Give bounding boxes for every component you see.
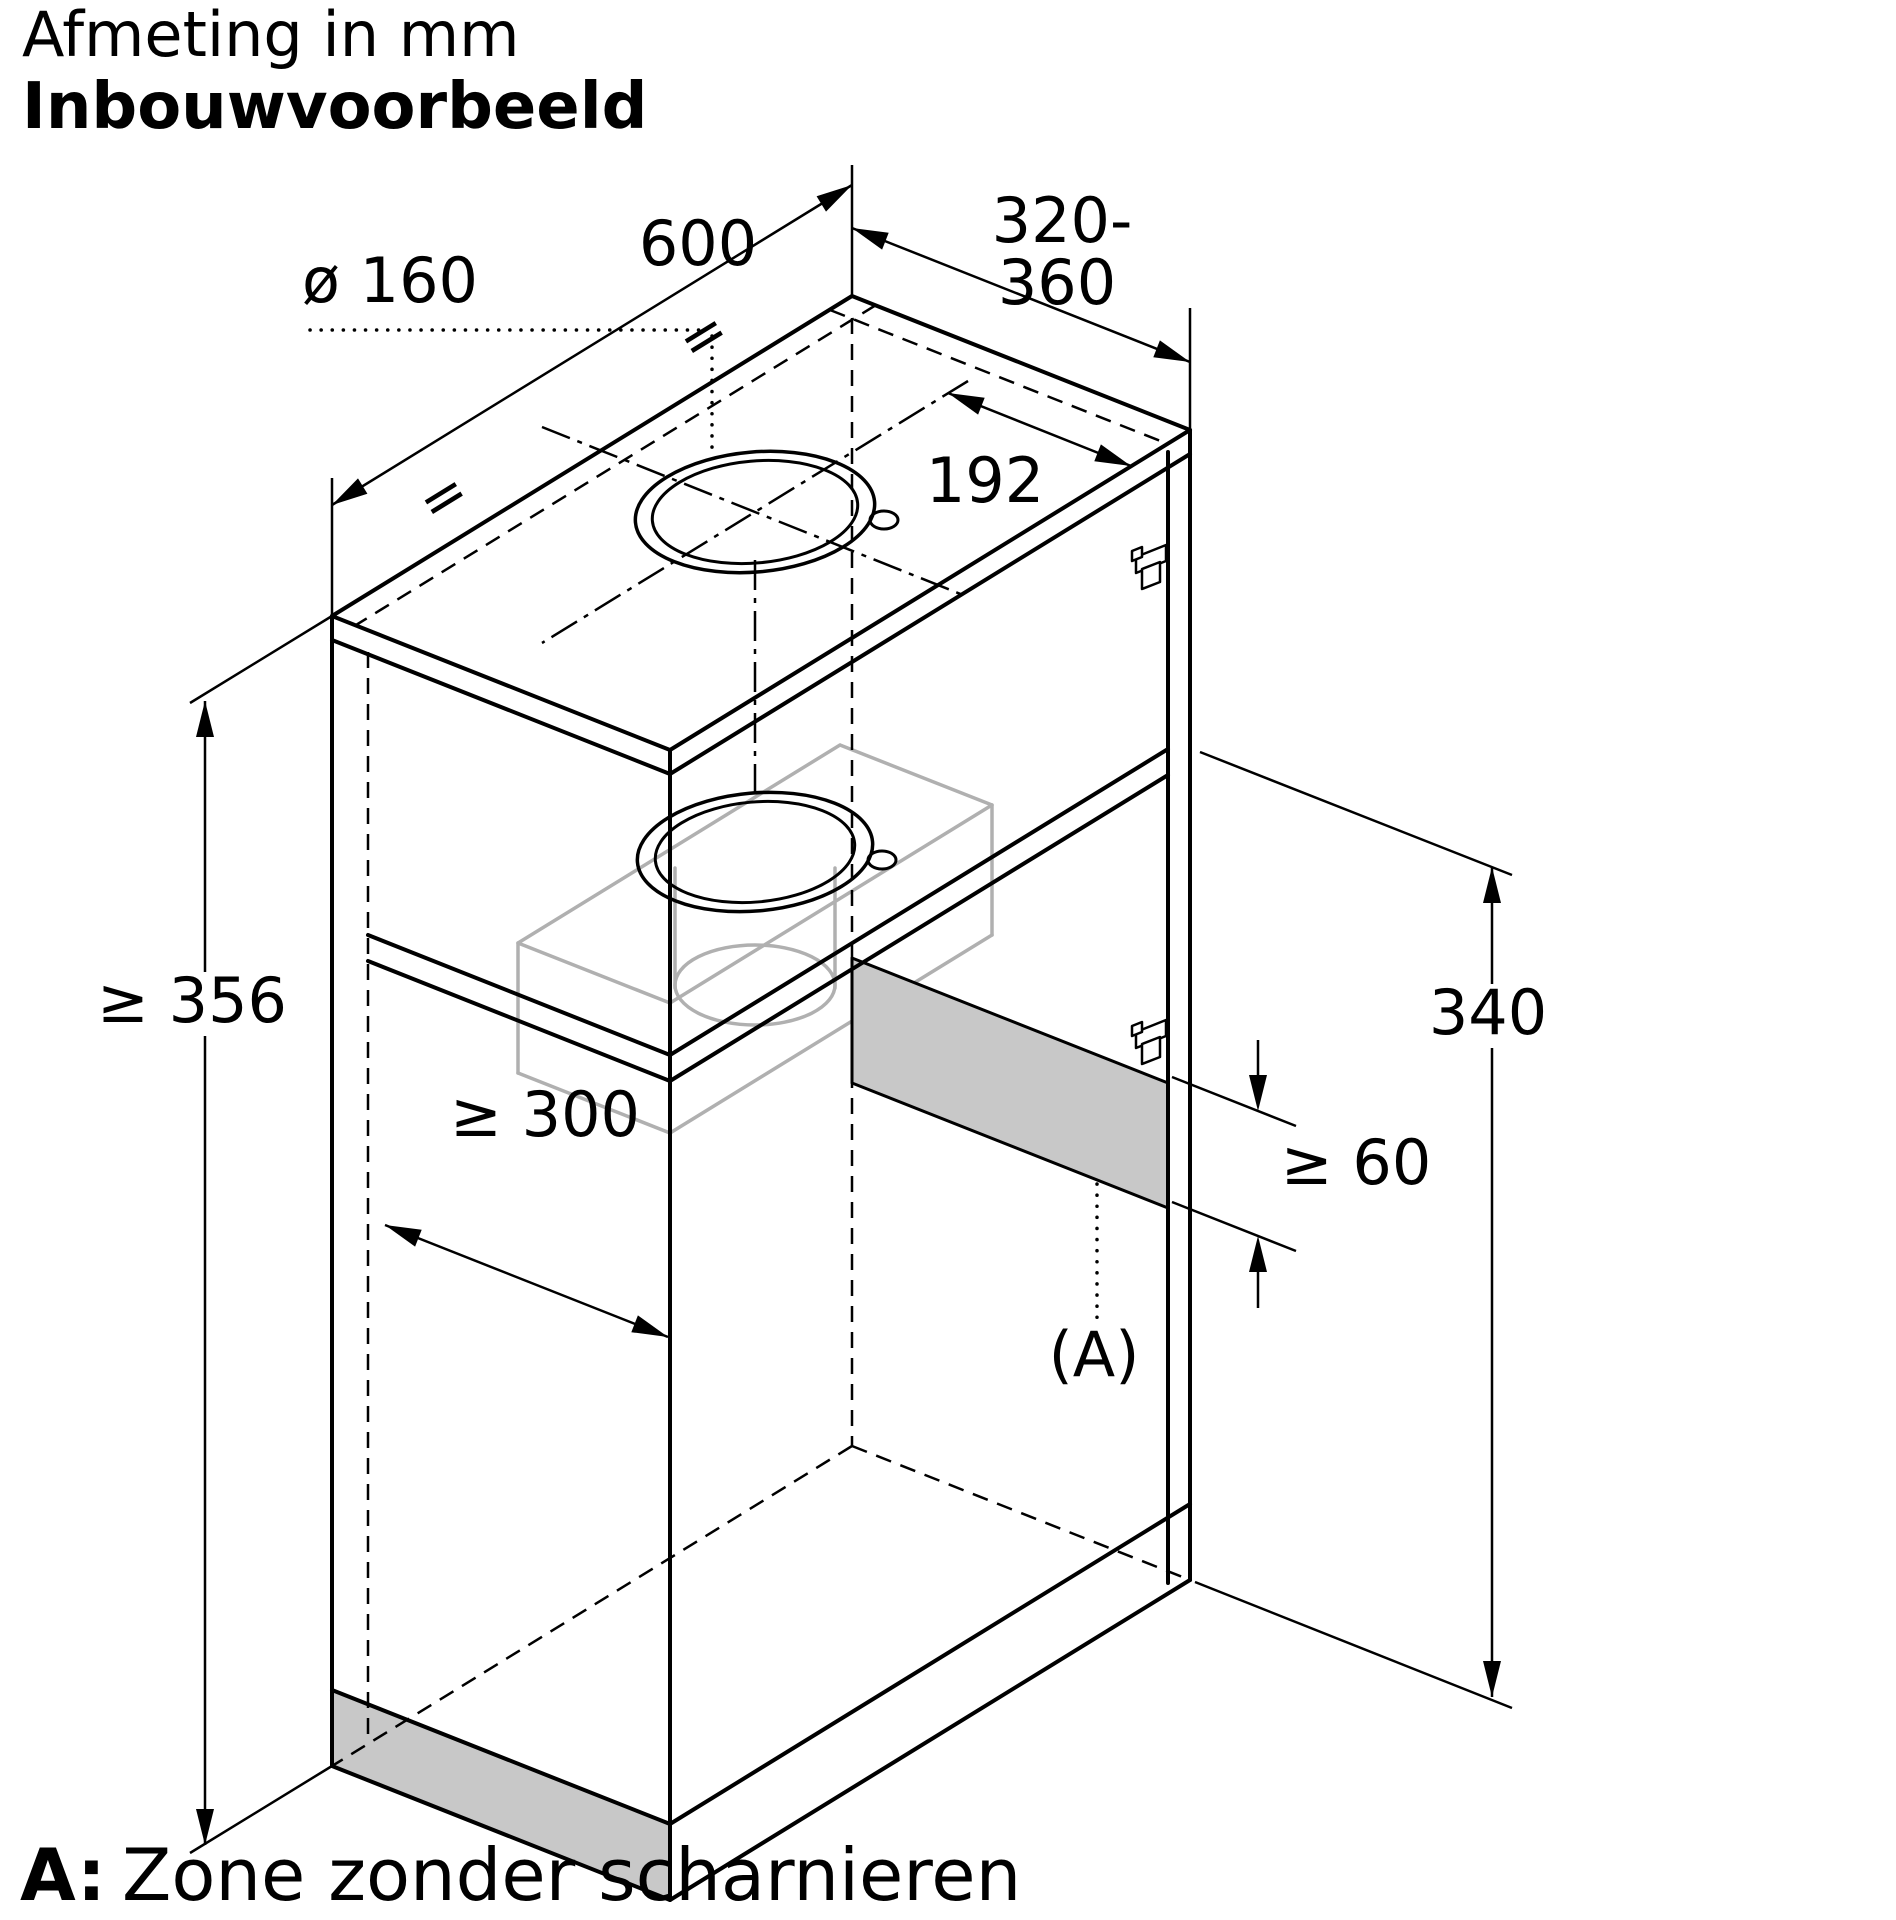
dim-duct-192: 192 [926, 391, 1132, 517]
hinge-icon-top [1130, 543, 1168, 591]
dim-niche-300: ≥ 300 [384, 1078, 669, 1339]
duct-collar-rim [673, 943, 837, 1027]
duct-hole-shelf [635, 790, 898, 914]
dim-width-600: 600 = = [330, 165, 854, 616]
dimensions-note: Afmeting in mm [22, 0, 519, 71]
dim-depth-label-2: 360 [998, 246, 1116, 319]
flange-tab-icon [868, 509, 900, 531]
dim-lower-340: 340 [1194, 750, 1558, 1710]
legend: A: Zone zonder scharnieren [20, 1833, 1021, 1917]
center-lines [308, 328, 969, 800]
hinge-icon-bottom [1130, 1018, 1168, 1066]
dim-niche-label: ≥ 300 [450, 1078, 640, 1151]
dim-duct-label: 192 [926, 444, 1044, 517]
legend-marker: A: [20, 1833, 106, 1917]
middle-shelf [366, 747, 1170, 1083]
page-title: Inbouwvoorbeeld [22, 70, 647, 144]
hidden-edges [331, 303, 1191, 1768]
dim-depth-320-360: 320- 360 [851, 184, 1192, 430]
flange-tab-icon [866, 849, 898, 871]
zone-marker: (A) [1049, 1182, 1140, 1391]
dim-height-label: ≥ 356 [97, 964, 287, 1037]
equal-mark-right: = [666, 296, 740, 376]
equal-mark-left: = [406, 457, 480, 537]
zone-marker-label: (A) [1049, 1318, 1140, 1391]
header: Afmeting in mm Inbouwvoorbeeld [22, 0, 647, 144]
duct-hole-top [633, 449, 900, 575]
cabinet-outline [330, 294, 1192, 1902]
dim-width-label: 600 [639, 207, 757, 280]
dim-height-356: ≥ 356 [88, 614, 333, 1855]
dim-hinge-free-60: ≥ 60 [1171, 1040, 1432, 1308]
dim-hinge-free-label: ≥ 60 [1281, 1126, 1432, 1199]
dim-diameter-label: ø 160 [302, 244, 478, 317]
dim-diameter-160: ø 160 [302, 244, 478, 317]
dim-lower-label: 340 [1429, 976, 1547, 1049]
legend-text: Zone zonder scharnieren [122, 1833, 1021, 1917]
no-hinge-zone-right [850, 956, 1170, 1210]
dim-depth-label-1: 320- [992, 184, 1133, 257]
